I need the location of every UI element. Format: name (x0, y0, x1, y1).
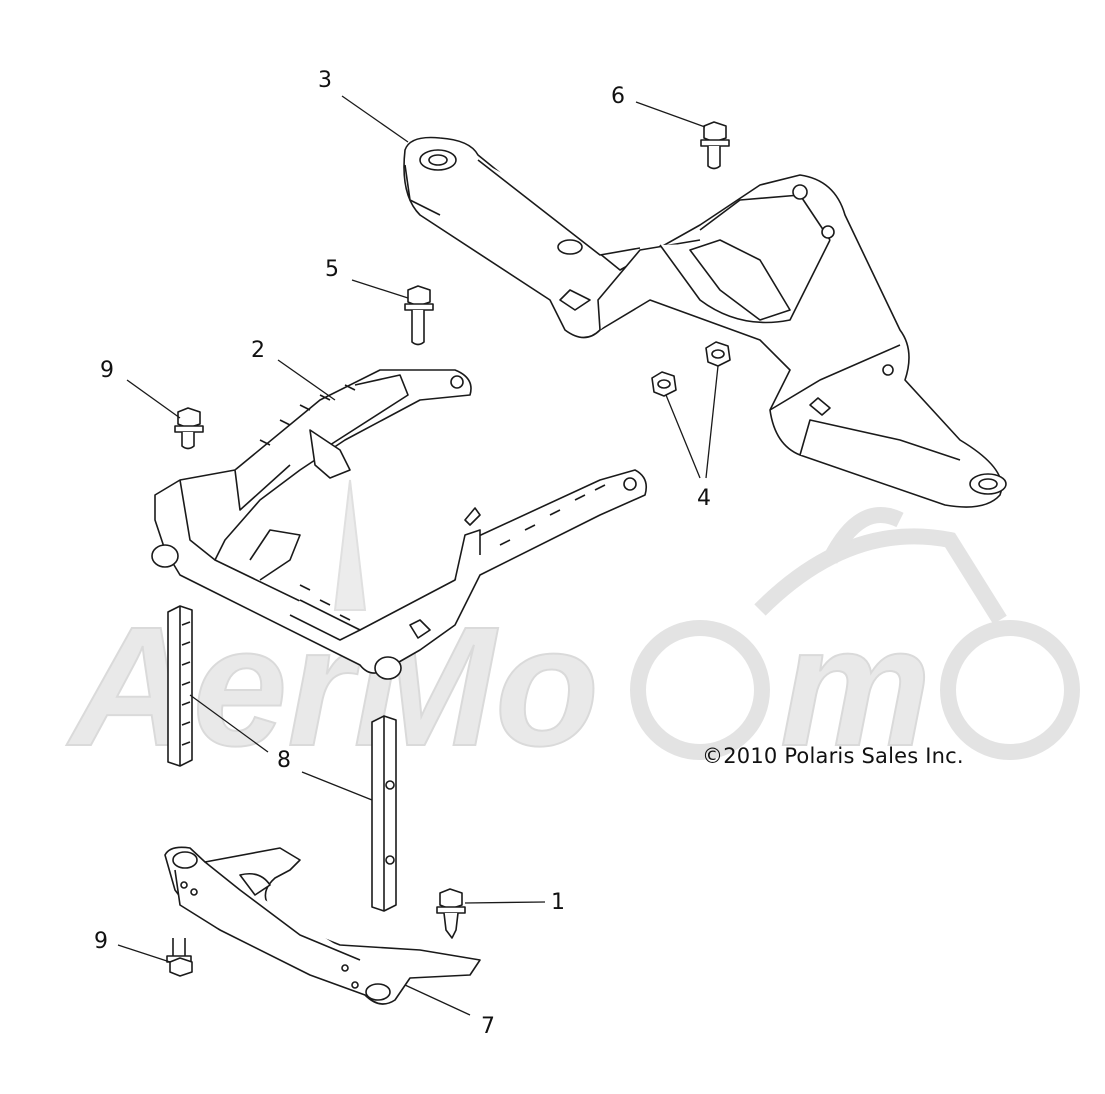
part-1-bolt (436, 888, 466, 939)
part-2-subframe (151, 369, 648, 680)
callout-3: 3 (318, 68, 332, 93)
part-3-upper-crossmember (403, 136, 1007, 508)
callout-7: 7 (481, 1014, 495, 1039)
callout-2: 2 (251, 338, 265, 363)
callout-9-lower: 9 (94, 929, 108, 954)
leader-8b (301, 771, 373, 801)
part-9-bolt-upper (174, 407, 204, 450)
leader-lines (117, 95, 719, 1016)
part-8-bar-left (167, 605, 193, 767)
leader-8a (189, 694, 269, 753)
leader-7 (404, 984, 471, 1016)
leader-2 (277, 359, 336, 401)
watermark-text-tail: m (780, 592, 931, 782)
part-7-lower-crossmember (164, 846, 481, 1005)
part-4-nut-left (651, 371, 677, 397)
leader-6 (635, 101, 706, 128)
callout-5: 5 (325, 257, 339, 282)
callout-9-upper: 9 (100, 358, 114, 383)
watermark-motorcycle-icon (630, 507, 1080, 760)
part-9-bolt-lower (166, 938, 193, 977)
callout-8: 8 (277, 748, 291, 773)
leader-4a (665, 394, 701, 479)
part-8-bar-right (371, 715, 397, 912)
callout-4: 4 (697, 486, 711, 511)
leader-9a (126, 379, 181, 419)
leader-9b (117, 944, 171, 963)
part-5-bolt (404, 285, 434, 346)
leader-4b (705, 365, 719, 479)
leader-5 (351, 279, 409, 299)
callout-6: 6 (611, 84, 625, 109)
watermark-spire (333, 479, 367, 611)
leader-3 (341, 95, 409, 143)
copyright-text: ©2010 Polaris Sales Inc. (702, 744, 964, 768)
part-4-nut-right (705, 341, 731, 367)
callout-1: 1 (551, 890, 565, 915)
part-6-bolt (700, 121, 730, 170)
leader-1 (464, 901, 546, 904)
